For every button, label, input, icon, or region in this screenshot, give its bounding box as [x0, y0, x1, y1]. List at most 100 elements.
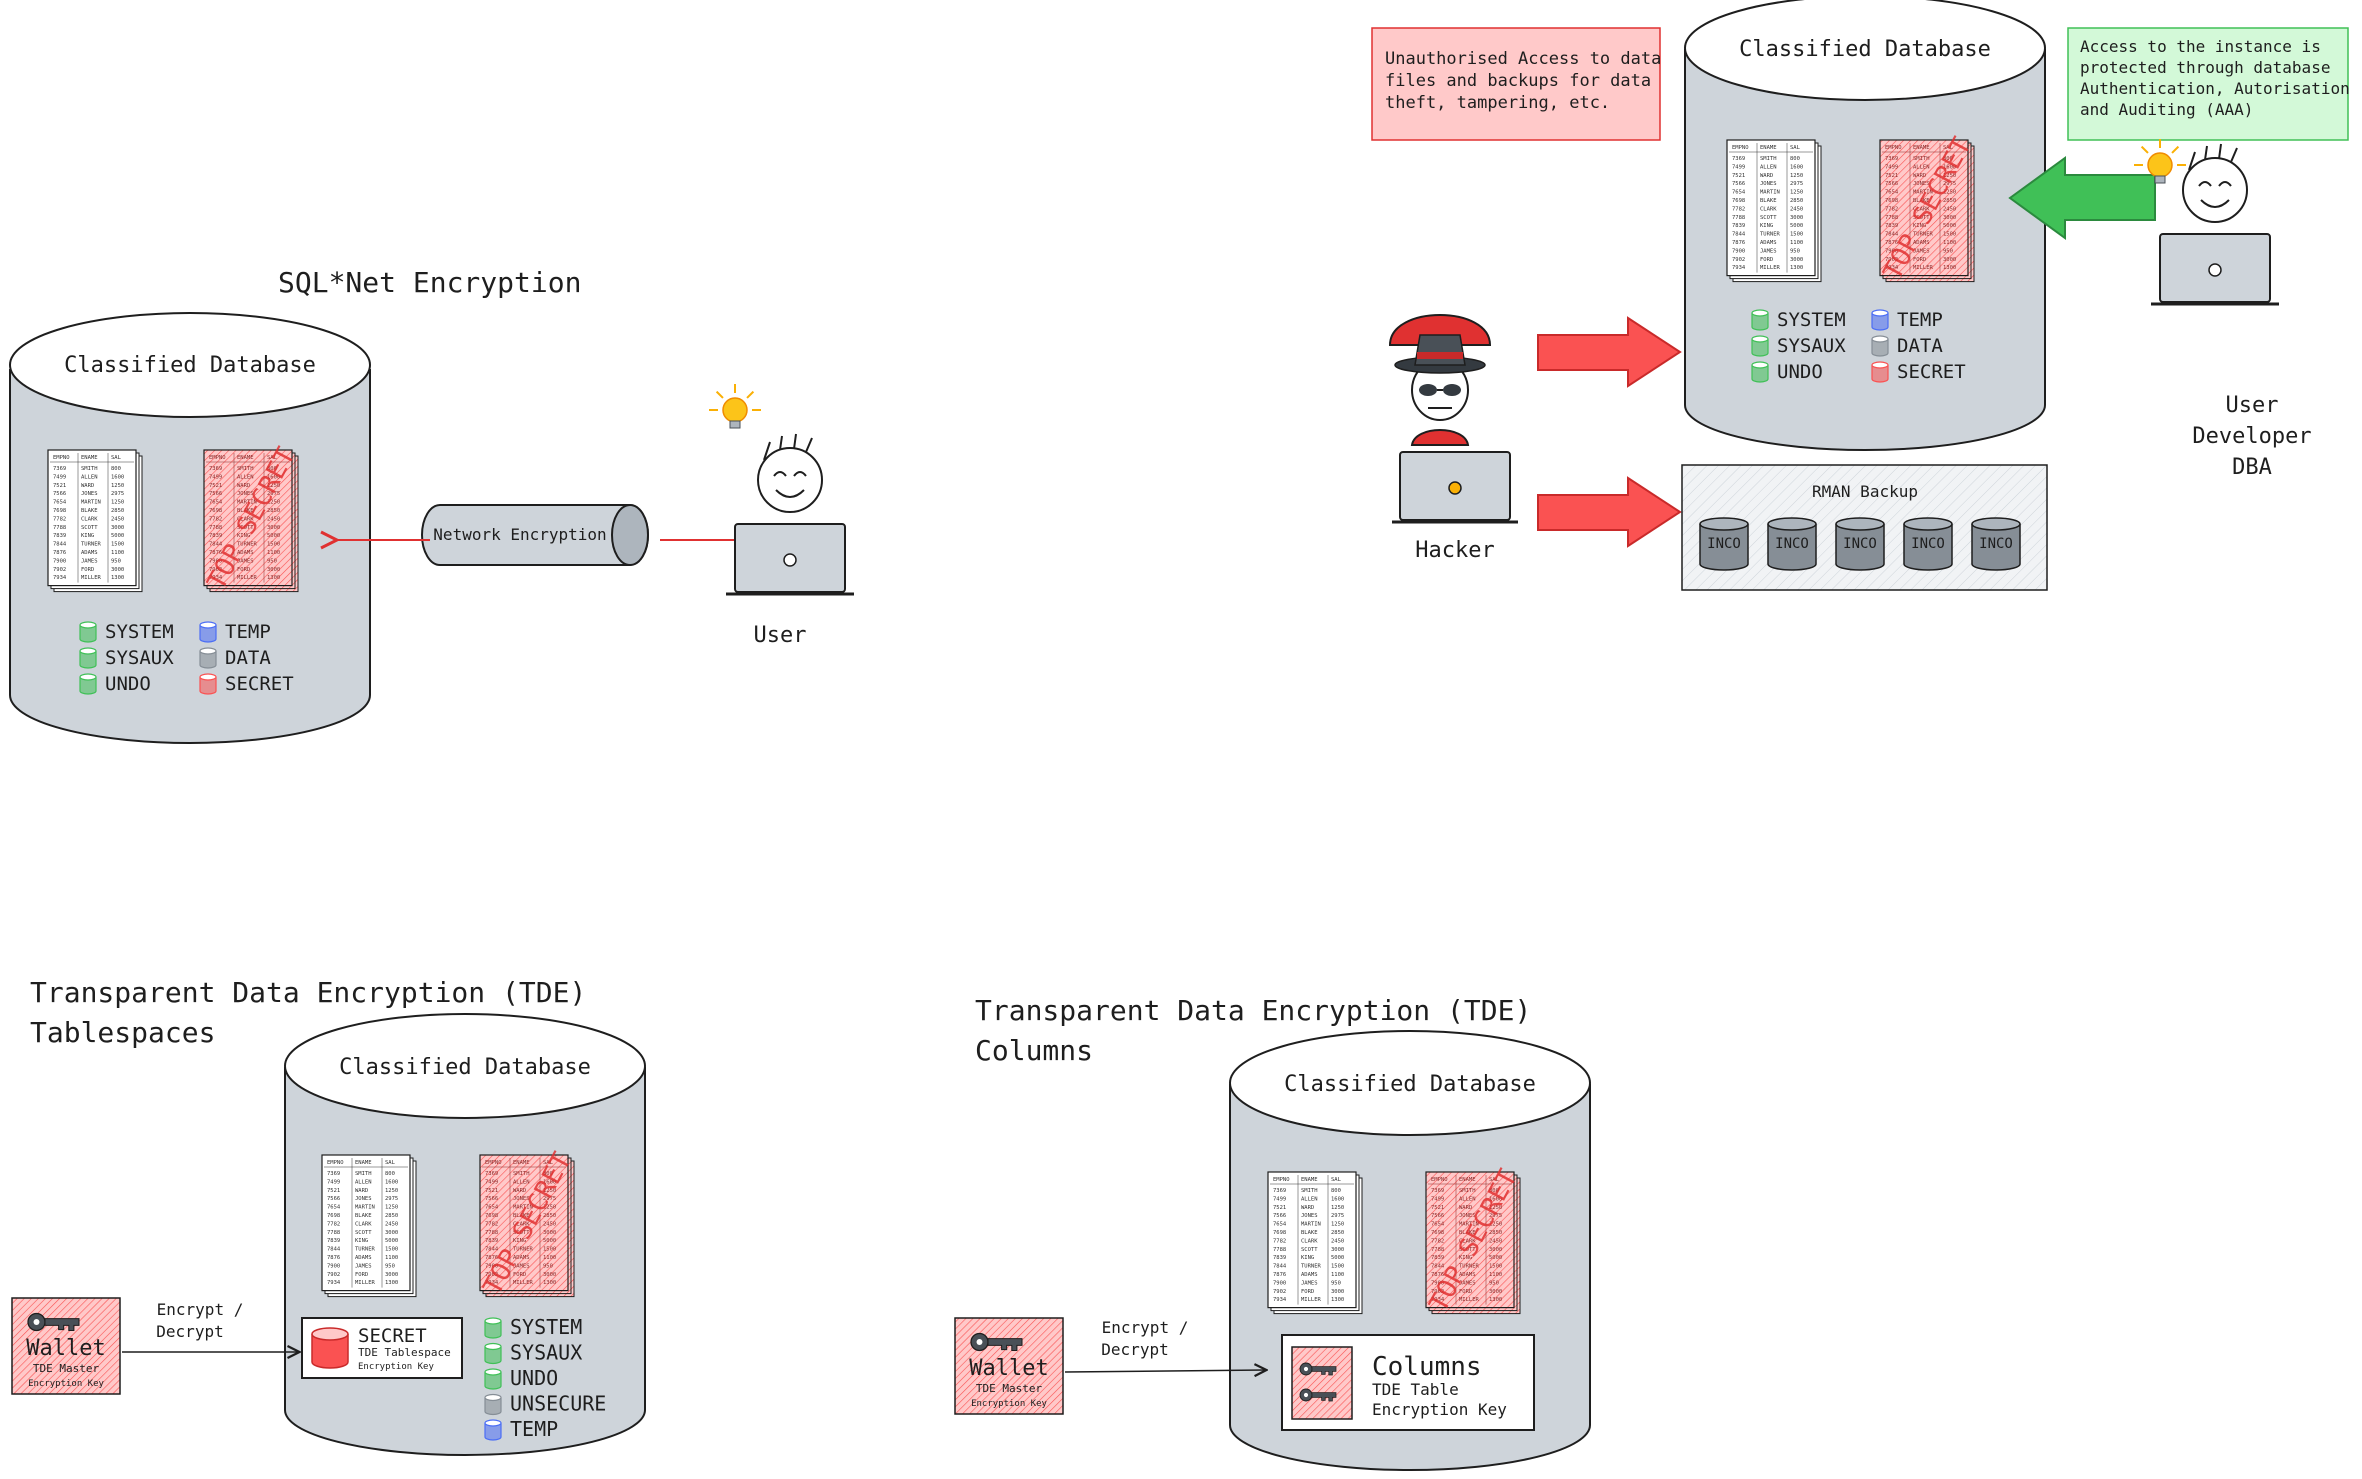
table-cell: 7902 — [1431, 1289, 1444, 1295]
table-cell: 1100 — [1943, 240, 1956, 246]
table-cell: FORD — [1459, 1289, 1472, 1295]
wallet-line1: TDE Master — [33, 1362, 100, 1375]
table-cell: FORD — [237, 567, 250, 573]
table-cell: 7934 — [53, 575, 67, 581]
tablespace-item: UNDO — [484, 1366, 558, 1390]
table-cell: 1600 — [543, 1179, 556, 1185]
table-cell: 7934 — [485, 1280, 499, 1286]
table-cell: BLAKE — [81, 508, 98, 514]
table-cell: 5000 — [267, 533, 280, 539]
table-cell: KING — [1301, 1255, 1314, 1261]
tablespace-label: UNDO — [1777, 361, 1823, 383]
table-cell: MILLER — [1459, 1297, 1480, 1303]
table-header: EMPNO — [53, 455, 70, 461]
columns-key-box: Columns TDE Table Encryption Key — [1281, 1334, 1535, 1431]
table-cell: 7499 — [209, 474, 222, 480]
table-cell: JAMES — [355, 1263, 372, 1269]
table-cell: 5000 — [1943, 223, 1956, 229]
table-cell: 7788 — [485, 1230, 498, 1236]
table-cell: 7369 — [53, 466, 66, 472]
table-cell: 7934 — [1885, 265, 1899, 271]
note-line-1: Access to the instance is — [2080, 37, 2321, 56]
table-cell: 7876 — [209, 550, 222, 556]
sqlnet-heading: SQL*Net Encryption — [278, 266, 581, 299]
table-cell: 3000 — [385, 1230, 398, 1236]
tablespace-label: SECRET — [225, 673, 294, 695]
table-cell: 1100 — [1790, 240, 1803, 246]
table-cell: MARTIN — [355, 1205, 375, 1211]
table-cell: KING — [355, 1238, 368, 1244]
table-cell: WARD — [237, 483, 250, 489]
table-cell: 7499 — [53, 474, 66, 480]
tablespace-label: SYSAUX — [510, 1341, 582, 1365]
table-cell: 1300 — [543, 1280, 556, 1286]
table-header: ENAME — [1913, 145, 1930, 151]
network-tunnel: Network Encryption — [421, 504, 649, 566]
table-cell: 2975 — [111, 491, 124, 497]
wallet-title: Wallet — [969, 1356, 1048, 1381]
db-title: Classified Database — [339, 1055, 591, 1080]
table-cell: SCOTT — [1459, 1247, 1476, 1253]
table-cell: ALLEN — [1301, 1196, 1318, 1202]
table-cell: ADAMS — [1913, 240, 1930, 246]
table-cell: FORD — [513, 1272, 526, 1278]
table-cell: 7521 — [1431, 1205, 1444, 1211]
table-cell: 7900 — [1431, 1280, 1444, 1286]
table-cell: ALLEN — [1913, 164, 1930, 170]
db-title: Classified Database — [64, 353, 316, 378]
table-cell: FORD — [1301, 1289, 1314, 1295]
table-cell: 2975 — [385, 1196, 398, 1202]
table-cell: 7654 — [1273, 1222, 1287, 1228]
columns-box-line2: Encryption Key — [1372, 1400, 1507, 1419]
table-cell: 5000 — [111, 533, 124, 539]
table-header: SAL — [1489, 1177, 1500, 1183]
table-cell: 7900 — [1885, 248, 1898, 254]
table-cell: 7499 — [1273, 1196, 1286, 1202]
table-cell: 950 — [267, 558, 277, 564]
tablespace-label: TEMP — [1897, 309, 1943, 331]
table-cell: 7521 — [209, 483, 222, 489]
table-cell: 1100 — [267, 550, 280, 556]
table-cell: 800 — [1489, 1188, 1499, 1194]
key-icon — [1299, 1388, 1337, 1402]
table-cell: SMITH — [1301, 1188, 1318, 1194]
table-cell: 7698 — [327, 1213, 340, 1219]
developer-label: Developer — [2192, 424, 2311, 449]
tablespace-item: UNDO — [1751, 361, 1823, 383]
table-cell: 7900 — [1273, 1280, 1286, 1286]
tablespace-label: SYSAUX — [105, 647, 174, 669]
table-cell: SCOTT — [1913, 215, 1930, 221]
key-icon — [27, 1312, 80, 1332]
table-cell: 7902 — [485, 1272, 498, 1278]
table-cell: JAMES — [1301, 1280, 1318, 1286]
table-cell: KING — [1459, 1255, 1472, 1261]
table-cell: WARD — [1301, 1205, 1314, 1211]
table-cell: 7844 — [53, 542, 67, 548]
table-cell: 1250 — [1790, 190, 1803, 196]
table-cell: TURNER — [1459, 1264, 1480, 1270]
table-cell: 1100 — [385, 1255, 398, 1261]
table-cell: 1500 — [385, 1247, 398, 1253]
table-cell: TURNER — [1760, 232, 1781, 238]
table-cell: 1250 — [543, 1188, 556, 1194]
table-cell: 7839 — [209, 533, 222, 539]
table-cell: 1100 — [111, 550, 124, 556]
table-cell: 1600 — [385, 1179, 398, 1185]
table-cell: JONES — [1760, 181, 1777, 187]
table-cell: 1250 — [543, 1205, 556, 1211]
table-header: ENAME — [1459, 1177, 1476, 1183]
table-cell: 2450 — [111, 516, 124, 522]
dba-label: DBA — [2232, 455, 2272, 480]
table-cell: SCOTT — [1301, 1247, 1318, 1253]
tde-col-heading-line2: Columns — [975, 1034, 1093, 1067]
table-cell: MARTIN — [1301, 1222, 1321, 1228]
table-cell: 1250 — [1331, 1205, 1344, 1211]
tablespace-item: DATA — [199, 647, 271, 669]
table-cell: MARTIN — [1459, 1222, 1479, 1228]
table-cell: JAMES — [1760, 248, 1777, 254]
key-icon — [1299, 1362, 1337, 1376]
table-cell: SCOTT — [237, 525, 254, 531]
table-cell: MILLER — [81, 575, 102, 581]
table-header: SAL — [1943, 145, 1954, 151]
